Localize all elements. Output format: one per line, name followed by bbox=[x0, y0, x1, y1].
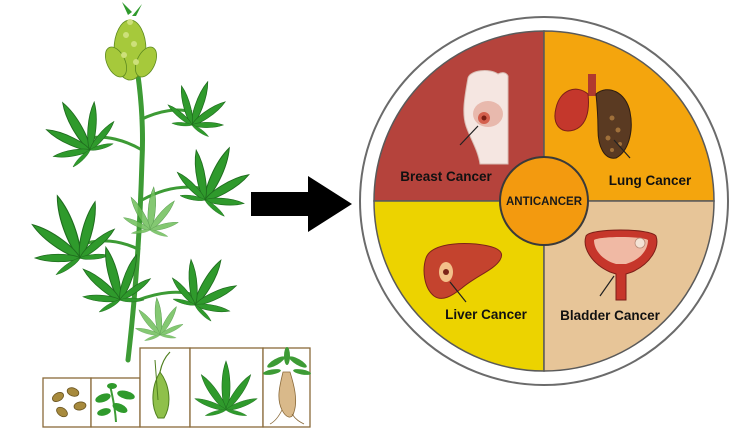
anticancer-wheel: Breast Cancer Lung Cancer Liver Cancer B… bbox=[359, 16, 729, 386]
root-icon bbox=[263, 347, 311, 425]
label-lung-cancer: Lung Cancer bbox=[609, 173, 692, 188]
seeds-icon bbox=[52, 387, 87, 418]
label-liver-cancer: Liver Cancer bbox=[445, 307, 528, 322]
plant-icon bbox=[16, 2, 263, 363]
lungs-icon bbox=[554, 74, 632, 159]
label-bladder-cancer: Bladder Cancer bbox=[560, 308, 661, 323]
liver-icon bbox=[423, 243, 502, 303]
label-breast-cancer: Breast Cancer bbox=[400, 169, 492, 184]
plant-parts-strip bbox=[42, 347, 311, 428]
center-label: ANTICANCER bbox=[506, 196, 583, 208]
arrow-right-icon bbox=[251, 176, 352, 232]
sprout-icon bbox=[95, 383, 135, 423]
breast-icon bbox=[459, 70, 509, 165]
bladder-icon bbox=[584, 229, 658, 301]
bud-icon bbox=[152, 351, 171, 419]
center-circle bbox=[499, 156, 589, 246]
